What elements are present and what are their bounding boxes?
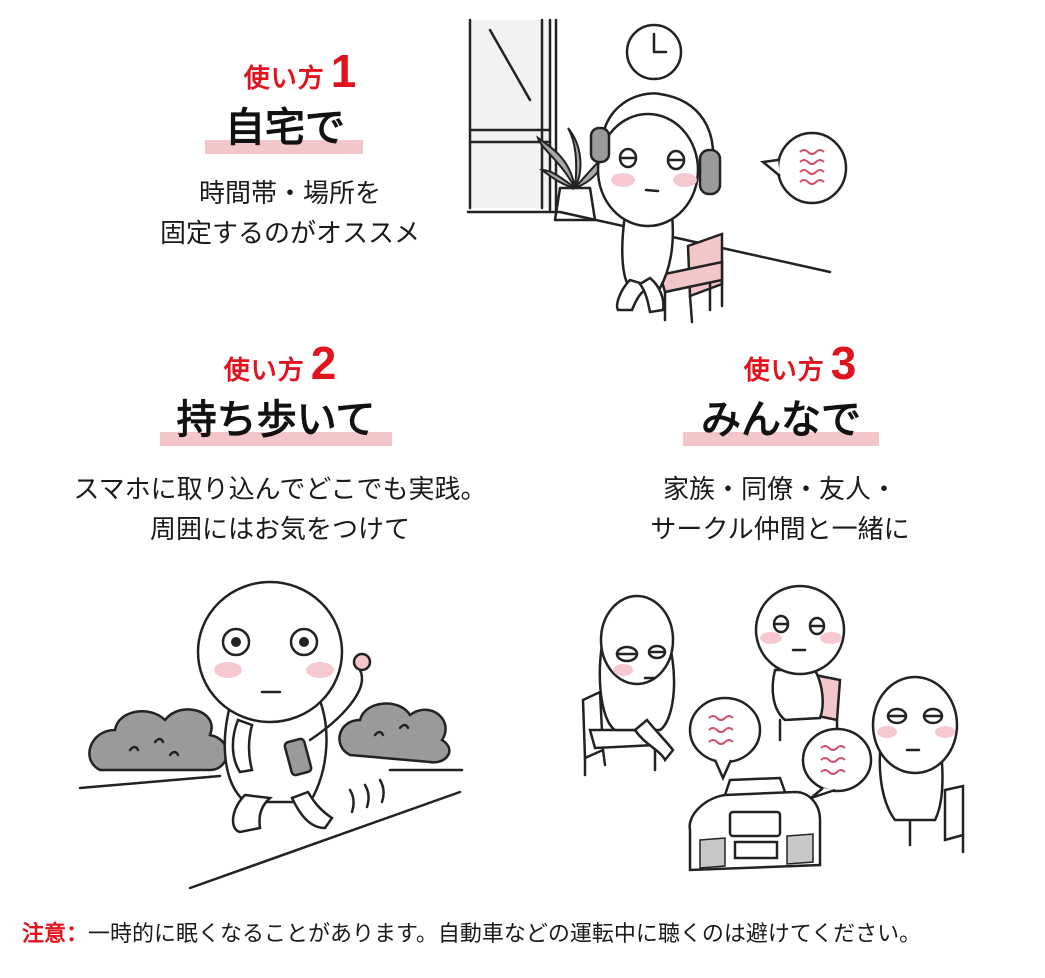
usage1-description: 時間帯・場所を 固定するのがオススメ	[100, 174, 480, 254]
usage1-desc-line2: 固定するのがオススメ	[159, 219, 420, 249]
usage3-label: 使い方	[743, 356, 825, 386]
speech-bubble-icon	[801, 727, 873, 800]
speech-bubble-icon	[688, 696, 762, 782]
seated-character-right	[871, 675, 959, 822]
usage2-title-underline	[160, 432, 392, 446]
walking-character	[196, 580, 372, 834]
bush-icon	[88, 708, 229, 772]
usage2-description: スマホに取り込んでどこでも実践。 周囲にはお気をつけて	[20, 470, 540, 550]
usage2-desc-line2: 周囲にはお気をつけて	[149, 515, 410, 545]
caution-text: 一時的に眠くなることがあります。自動車などの運転中に聴くのは避けてください。	[88, 922, 922, 947]
walking-illustration	[78, 580, 464, 890]
usage3-title-underline	[683, 432, 879, 446]
usage3-label-row: 使い方 3	[680, 340, 920, 387]
caution-note: 注意：一時的に眠くなることがあります。自動車などの運転中に聴くのは避けてください…	[22, 916, 921, 948]
home-listening-illustration	[466, 18, 848, 324]
window-frame	[468, 18, 558, 214]
seated-character-left	[598, 594, 676, 763]
usage1-label: 使い方	[243, 64, 325, 94]
smartphone-icon	[283, 737, 313, 777]
group-listening-illustration	[581, 584, 965, 872]
headphones-icon	[589, 92, 722, 196]
caution-label: 注意：	[22, 922, 89, 947]
character-with-headphones	[596, 112, 700, 314]
usage3-desc-line2: サークル仲間と一緒に	[650, 515, 910, 545]
bush-icon	[338, 702, 451, 764]
chair-icon	[658, 232, 724, 324]
usage1-number: 1	[330, 45, 357, 97]
usage2-label-row: 使い方 2	[160, 340, 400, 387]
usage2-desc-line1: スマホに取り込んでどこでも実践。	[73, 475, 487, 505]
usage3-number: 3	[830, 337, 857, 389]
usage1-desc-line1: 時間帯・場所を	[198, 179, 381, 209]
usage3-desc-line1: 家族・同僚・友人・	[662, 475, 897, 505]
chair-icon	[908, 784, 965, 854]
usage1-title-underline	[205, 140, 363, 154]
usage2-title: 持ち歩いて	[176, 396, 376, 443]
usage1-title: 自宅で	[225, 104, 345, 151]
usage2-label: 使い方	[223, 356, 305, 386]
usage2-number: 2	[310, 337, 337, 389]
speech-bubble-icon	[759, 131, 848, 205]
radio-cassette-icon	[688, 776, 822, 872]
usage3-description: 家族・同僚・友人・ サークル仲間と一緒に	[560, 470, 1000, 550]
seated-character-middle	[754, 584, 846, 722]
usage1-label-row: 使い方 1	[180, 48, 420, 95]
usage3-title: みんなで	[701, 396, 861, 443]
wall-clock-icon	[625, 23, 683, 81]
